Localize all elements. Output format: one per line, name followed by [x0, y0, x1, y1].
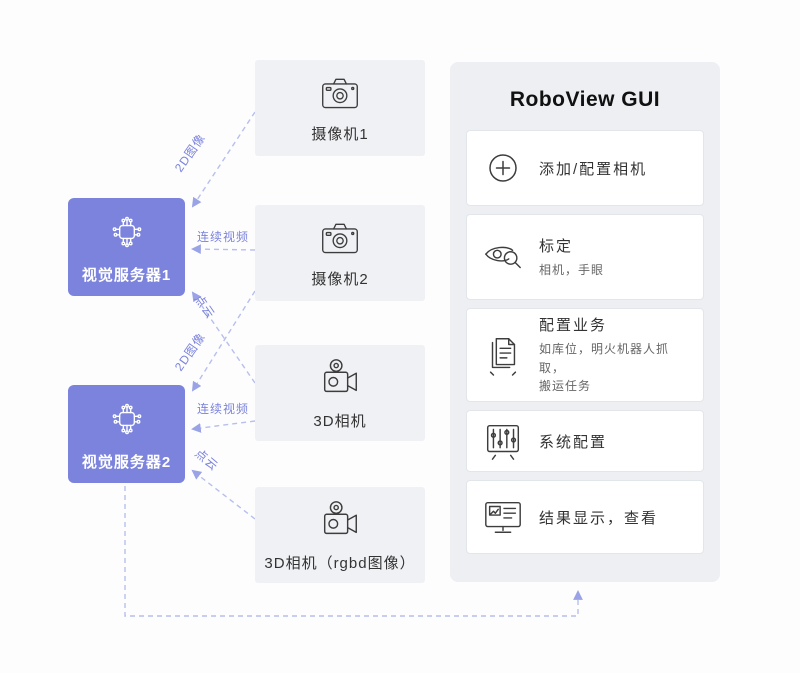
gui-card-system-config: 系统配置	[466, 410, 704, 472]
ai-chip-icon	[105, 210, 149, 259]
camera-2-box: 摄像机2	[255, 205, 425, 301]
card-title: 系统配置	[539, 433, 608, 451]
camera-3d-label: 3D相机	[313, 412, 367, 430]
photo-camera-icon	[317, 218, 363, 263]
calibration-eye-icon	[479, 236, 527, 278]
vision-server-1-label: 视觉服务器1	[81, 266, 172, 284]
link-label-video-2: 连续视频	[197, 402, 250, 416]
link-line-2d-image-2	[191, 290, 256, 392]
camera-3d-box: 3D相机	[255, 345, 425, 441]
vision-server-1: 视觉服务器1	[68, 198, 185, 296]
card-title: 配置业务	[539, 317, 608, 335]
photo-camera-icon	[317, 73, 363, 118]
camera-3d-rgbd-label: 3D相机（rgbd图像）	[264, 554, 416, 572]
ai-chip-icon	[105, 397, 149, 446]
camera-3d-rgbd-box: 3D相机（rgbd图像）	[255, 487, 425, 583]
result-monitor-icon	[479, 496, 527, 538]
gui-card-configure-business: 配置业务 如库位，明火机器人抓取， 搬运任务	[466, 308, 704, 402]
video-camera-icon	[316, 498, 364, 547]
link-label-video-1: 连续视频	[197, 230, 250, 244]
panel-title: RoboView GUI	[509, 88, 661, 111]
card-subtitle: 相机，手眼	[539, 262, 605, 277]
camera-1-box: 摄像机1	[255, 60, 425, 156]
link-line-video-2	[191, 420, 256, 433]
link-line-video-1	[191, 244, 256, 255]
link-line-servers-to-gui	[124, 486, 583, 617]
card-title: 标定	[539, 237, 574, 255]
gui-card-calibration: 标定 相机，手眼	[466, 214, 704, 300]
camera-1-label: 摄像机1	[311, 125, 369, 143]
task-document-icon	[479, 332, 527, 378]
link-line-pointcloud-1	[191, 291, 256, 384]
settings-sliders-icon	[479, 419, 527, 463]
card-subtitle: 如库位，明火机器人抓取， 搬运任务	[539, 342, 670, 394]
card-title: 结果显示，查看	[539, 509, 659, 527]
card-title: 添加/配置相机	[539, 160, 648, 178]
camera-2-label: 摄像机2	[311, 270, 369, 288]
gui-card-result-display: 结果显示，查看	[466, 480, 704, 554]
video-camera-icon	[316, 356, 364, 405]
vision-server-2: 视觉服务器2	[68, 385, 185, 483]
gui-card-add-camera: 添加/配置相机	[466, 130, 704, 206]
roboview-gui-panel: RoboView GUI 添加/配置相机	[450, 62, 720, 582]
plus-circle-icon	[479, 148, 527, 188]
link-line-2d-image-1	[191, 111, 256, 208]
vision-server-2-label: 视觉服务器2	[81, 453, 172, 471]
link-line-pointcloud-2	[191, 469, 256, 520]
